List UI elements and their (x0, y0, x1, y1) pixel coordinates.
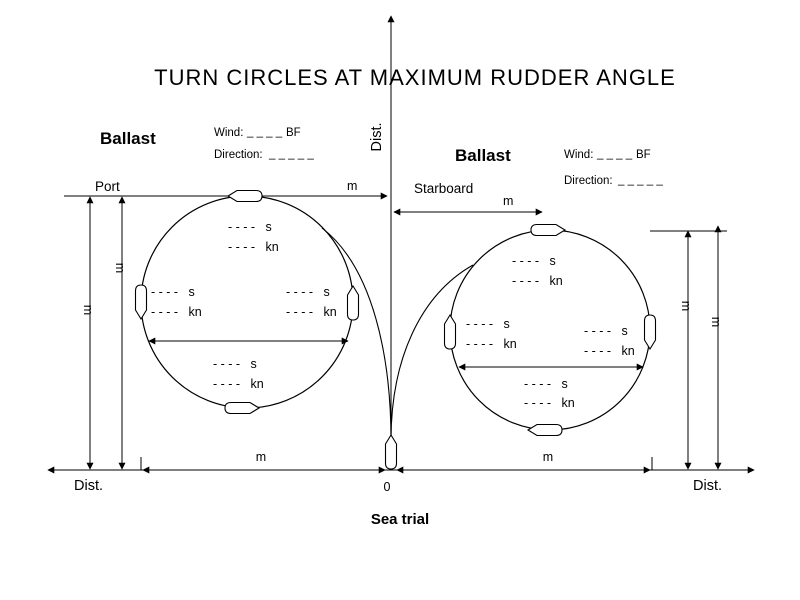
starboard-right-speed-blank: - - - - kn (584, 344, 635, 358)
starboard-top-time-blank: - - - - s (512, 254, 556, 268)
starboard-left-time-blank: - - - - s (466, 317, 510, 331)
port-advance-m-label-inner: m (113, 263, 127, 273)
ship-icon-starboard-bottom (527, 423, 563, 437)
port-right-time-blank: - - - - s (286, 285, 330, 299)
port-bottom-time-blank: - - - - s (213, 357, 257, 371)
starboard-bottom-speed-blank: - - - - kn (524, 396, 575, 410)
starboard-left-speed-blank: - - - - kn (466, 337, 517, 351)
ship-icon-port-left (134, 284, 148, 320)
port-bottom-speed-blank: - - - - kn (213, 377, 264, 391)
page-title: TURN CIRCLES AT MAXIMUM RUDDER ANGLE (154, 65, 676, 90)
port-ballast-label: Ballast (100, 129, 156, 148)
starboard-track-curve (390, 264, 474, 441)
starboard-transfer-m-label: m (503, 194, 513, 208)
ship-icon-starboard-right (643, 314, 657, 350)
starboard-bottom-time-blank: - - - - s (524, 377, 568, 391)
port-wind-blank: _ _ _ _ (246, 126, 283, 138)
port-direction-blank: _ _ _ _ _ (268, 148, 314, 160)
starboard-right-time-blank: - - - - s (584, 324, 628, 338)
port-wind-label: Wind: (214, 127, 243, 139)
vertical-axis-label: Dist. (369, 123, 385, 152)
port-top-speed-blank: - - - - kn (228, 240, 279, 254)
ship-icon-starboard-top (530, 223, 566, 237)
ship-icon-origin (384, 434, 398, 470)
starboard-wind-unit: BF (636, 149, 651, 161)
port-right-speed-blank: - - - - kn (286, 305, 337, 319)
starboard-wind-blank: _ _ _ _ (596, 148, 633, 160)
port-side-label: Port (95, 179, 120, 194)
starboard-direction-blank: _ _ _ _ _ (617, 174, 663, 186)
starboard-ballast-label: Ballast (455, 146, 511, 165)
ship-icon-port-right (346, 285, 360, 321)
starboard-top-speed-blank: - - - - kn (512, 274, 563, 288)
port-track-curve (321, 227, 392, 441)
starboard-direction-label: Direction: (564, 175, 613, 187)
starboard-advance-m-label-outer: m (709, 317, 723, 327)
port-left-speed-blank: - - - - kn (151, 305, 202, 319)
sea-trial-caption: Sea trial (371, 511, 429, 528)
ship-icon-starboard-left (443, 314, 457, 350)
bottom-right-axis-label: Dist. (693, 478, 722, 494)
port-wind-unit: BF (286, 127, 301, 139)
ship-icon-port-top (227, 189, 263, 203)
port-transfer-m-label: m (347, 179, 357, 193)
port-advance-m-label-outer: m (81, 305, 95, 315)
bottom-right-m-label: m (543, 450, 553, 464)
bottom-left-m-label: m (256, 450, 266, 464)
starboard-advance-m-label-inner: m (679, 301, 693, 311)
port-left-time-blank: - - - - s (151, 285, 195, 299)
ship-icon-port-bottom (224, 401, 260, 415)
origin-label: 0 (384, 480, 391, 494)
port-top-time-blank: - - - - s (228, 220, 272, 234)
bottom-left-axis-label: Dist. (74, 478, 103, 494)
port-direction-label: Direction: (214, 149, 263, 161)
starboard-side-label: Starboard (414, 181, 473, 196)
starboard-wind-label: Wind: (564, 149, 593, 161)
